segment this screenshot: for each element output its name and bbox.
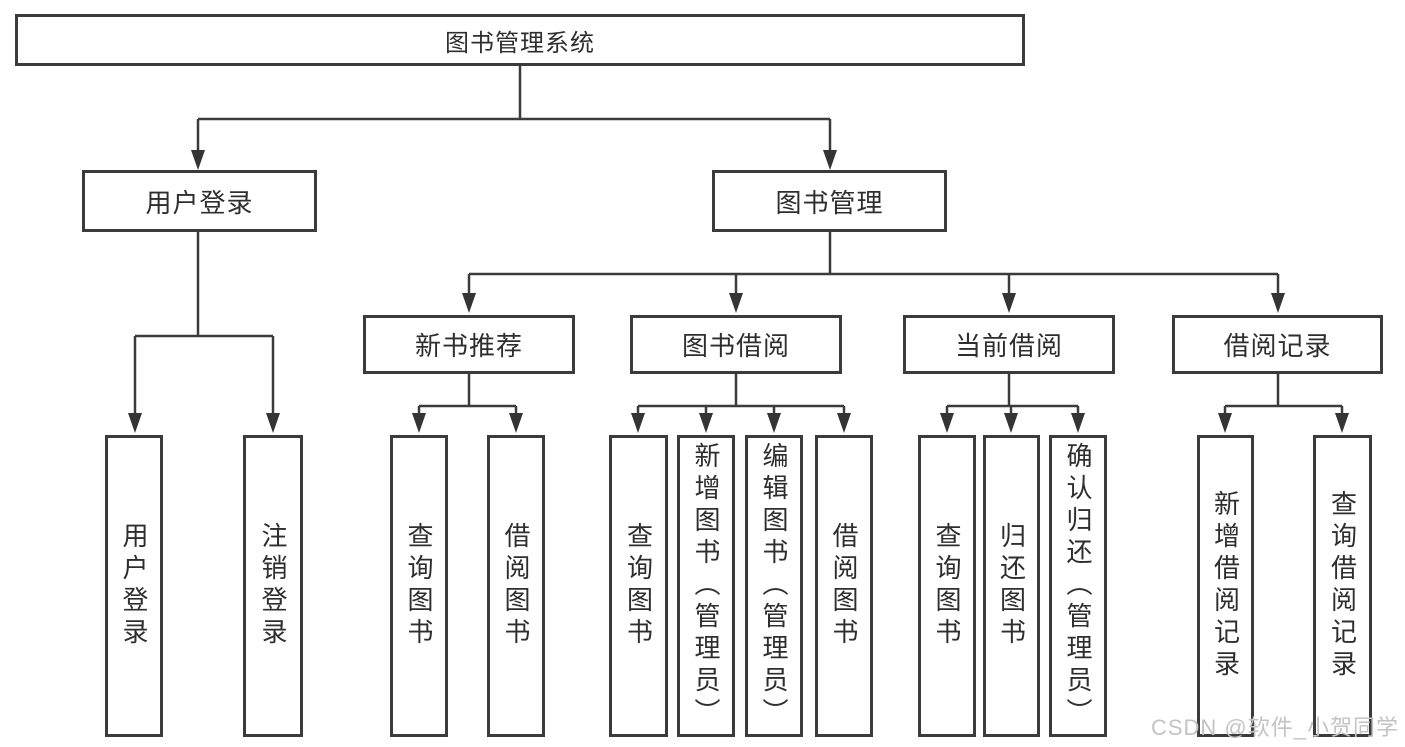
leaf-add-borrow-record-label: 新增借阅记录 xyxy=(1210,490,1241,682)
node-book-management: 图书管理 xyxy=(712,170,947,232)
leaf-logout: 注销登录 xyxy=(243,435,303,737)
node-book-borrowing: 图书借阅 xyxy=(630,315,842,374)
node-book-management-label: 图书管理 xyxy=(775,187,884,218)
node-user-login-branch: 用户登录 xyxy=(82,170,317,232)
leaf-edit-book-admin: 编辑图书（管理员） xyxy=(745,435,803,737)
leaf-logout-label: 注销登录 xyxy=(258,522,288,650)
leaf-query-books-2-label: 查询图书 xyxy=(623,522,654,650)
leaf-query-borrow-record: 查询借阅记录 xyxy=(1313,435,1372,737)
node-book-borrowing-label: 图书借阅 xyxy=(681,331,790,361)
node-library-management-system: 图书管理系统 xyxy=(15,14,1025,66)
leaf-user-login-label: 用户登录 xyxy=(119,522,149,650)
node-library-management-system-label: 图书管理系统 xyxy=(445,29,595,57)
leaf-borrow-books-1: 借阅图书 xyxy=(487,435,545,737)
node-new-book-recommendation: 新书推荐 xyxy=(363,315,575,374)
node-current-borrowing-label: 当前借阅 xyxy=(954,331,1063,361)
node-borrowing-records: 借阅记录 xyxy=(1172,315,1383,374)
leaf-borrow-books-2: 借阅图书 xyxy=(815,435,873,737)
node-user-login-branch-label: 用户登录 xyxy=(145,187,254,218)
node-new-book-recommendation-label: 新书推荐 xyxy=(414,331,523,361)
csdn-watermark: CSDN @软件_小贺同学 xyxy=(1150,715,1399,740)
leaf-add-borrow-record: 新增借阅记录 xyxy=(1197,435,1254,737)
leaf-return-books-label: 归还图书 xyxy=(996,522,1027,650)
node-current-borrowing: 当前借阅 xyxy=(903,315,1115,374)
leaf-query-books-2: 查询图书 xyxy=(609,435,668,737)
leaf-borrow-books-2-label: 借阅图书 xyxy=(829,522,859,650)
leaf-add-book-admin: 新增图书（管理员） xyxy=(677,435,735,737)
leaf-edit-book-admin-label: 编辑图书（管理员） xyxy=(759,442,789,730)
node-borrowing-records-label: 借阅记录 xyxy=(1223,331,1332,361)
leaf-borrow-books-1-label: 借阅图书 xyxy=(501,522,531,650)
leaf-confirm-return-admin: 确认归还（管理员） xyxy=(1049,435,1107,737)
leaf-query-borrow-record-label: 查询借阅记录 xyxy=(1327,490,1358,682)
leaf-query-books-3: 查询图书 xyxy=(918,435,976,737)
leaf-query-books-3-label: 查询图书 xyxy=(932,522,962,650)
leaf-add-book-admin-label: 新增图书（管理员） xyxy=(691,442,721,730)
leaf-user-login: 用户登录 xyxy=(105,435,163,737)
leaf-query-books-1-label: 查询图书 xyxy=(404,522,434,650)
leaf-confirm-return-admin-label: 确认归还（管理员） xyxy=(1063,442,1093,730)
leaf-return-books: 归还图书 xyxy=(983,435,1040,737)
leaf-query-books-1: 查询图书 xyxy=(390,435,448,737)
